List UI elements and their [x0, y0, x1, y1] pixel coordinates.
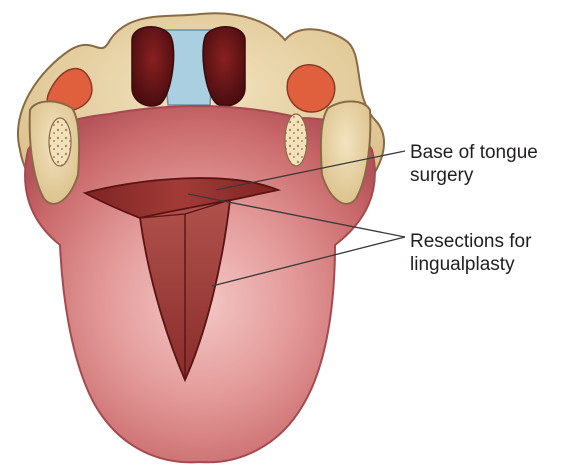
- right-tissue: [287, 65, 335, 112]
- label-base-line2: surgery: [410, 164, 538, 187]
- left-chamber: [132, 27, 174, 106]
- label-resections-line1: Resections for: [410, 230, 531, 253]
- label-base-of-tongue: Base of tongue surgery: [410, 141, 538, 187]
- label-resections: Resections for lingualplasty: [410, 230, 531, 276]
- airway: [132, 27, 245, 106]
- label-base-line1: Base of tongue: [410, 141, 538, 164]
- label-resections-line2: lingualplasty: [410, 253, 531, 276]
